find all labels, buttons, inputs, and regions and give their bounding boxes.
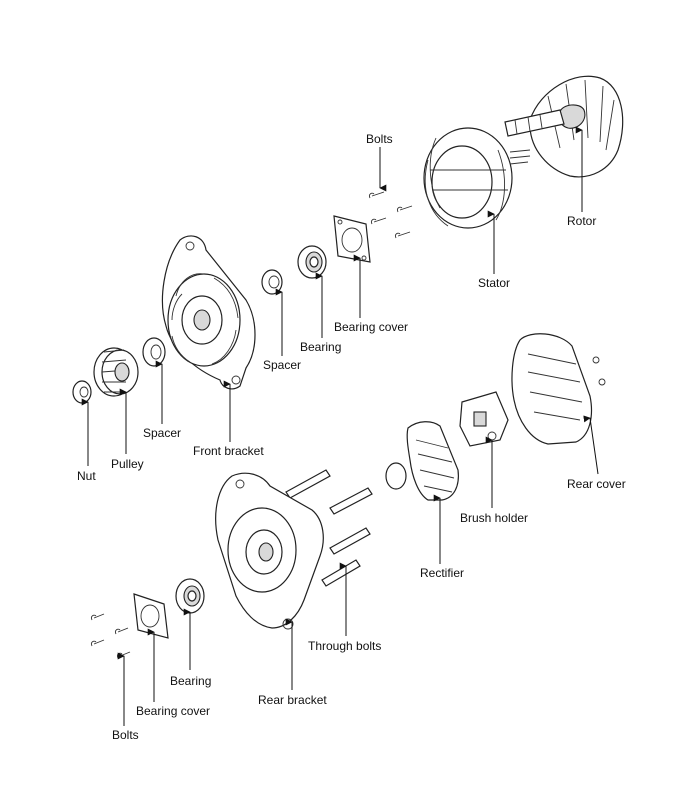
rectifier-part <box>406 421 459 501</box>
label-front-bracket: Front bracket <box>193 444 264 458</box>
label-bearing-bottom: Bearing <box>170 674 212 688</box>
label-bearing-top: Bearing <box>300 340 342 354</box>
leader-arrows <box>81 126 599 726</box>
pulley-part <box>93 347 139 397</box>
label-bearing-cover-top: Bearing cover <box>334 320 409 334</box>
label-nut: Nut <box>77 469 96 483</box>
rear-bracket-part <box>215 472 324 630</box>
label-rear-cover: Rear cover <box>567 477 626 491</box>
bearing-cover-top-part <box>333 215 371 263</box>
bearing-cover-bottom-part <box>133 593 169 639</box>
label-rotor: Rotor <box>567 214 597 228</box>
label-brush-holder: Brush holder <box>460 511 529 525</box>
label-bolts-top: Bolts <box>366 132 393 146</box>
label-spacer-mid: Spacer <box>143 426 182 440</box>
through-bolts-part <box>285 469 373 587</box>
bearing-bottom-part <box>175 578 205 614</box>
rotor-part <box>504 75 624 178</box>
label-through-bolts: Through bolts <box>308 639 382 653</box>
bearing-top-part <box>297 245 327 279</box>
label-spacer-top: Spacer <box>263 358 302 372</box>
label-bearing-cover-bottom: Bearing cover <box>136 704 211 718</box>
label-bolts-bottom: Bolts <box>112 728 139 742</box>
label-pulley: Pulley <box>111 457 144 471</box>
label-rear-bracket: Rear bracket <box>258 693 327 707</box>
spacer-top-part <box>261 269 283 295</box>
stator-part <box>423 127 531 229</box>
rear-cover-part <box>511 333 606 445</box>
label-rectifier: Rectifier <box>420 566 465 580</box>
front-bracket-part <box>161 235 256 390</box>
brush-holder-part <box>459 391 509 447</box>
bolts-top-part <box>369 191 413 239</box>
spacer-mid-part <box>142 337 166 367</box>
bolts-bottom-part <box>91 613 131 659</box>
nut-part <box>72 380 92 404</box>
label-stator: Stator <box>478 276 511 290</box>
o-ring-part <box>385 462 407 490</box>
